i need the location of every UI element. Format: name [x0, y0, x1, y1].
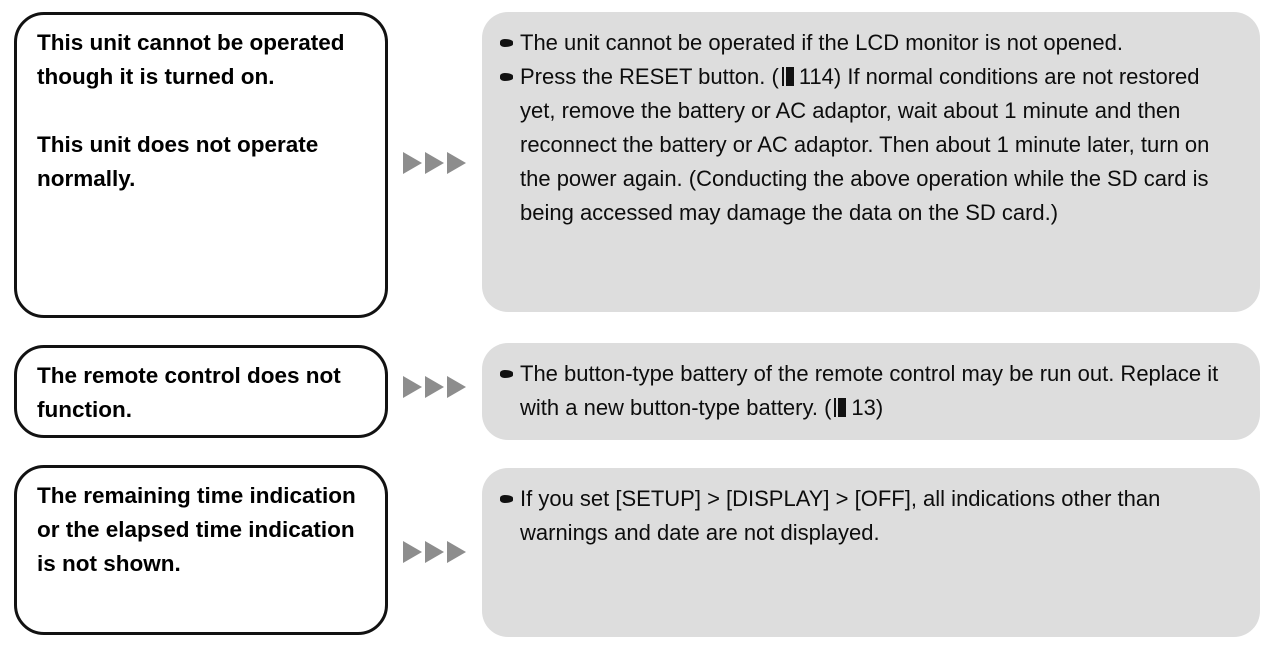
right-triangle-icon	[425, 541, 444, 563]
solution-text: Press the RESET button. (	[520, 64, 779, 89]
bullet-icon	[500, 370, 513, 378]
row-connector-arrows-icon	[403, 376, 473, 398]
right-triangle-icon	[425, 376, 444, 398]
page-reference-number: 114	[798, 64, 834, 89]
right-triangle-icon	[403, 541, 422, 563]
right-triangle-icon	[447, 152, 466, 174]
solution-text: The button-type battery of the remote co…	[520, 361, 1219, 420]
solution-box: The unit cannot be operated if the LCD m…	[482, 12, 1260, 312]
problem-text: This unit does not operate normally.	[37, 132, 319, 191]
row-connector-arrows-icon	[403, 541, 473, 563]
right-triangle-icon	[403, 152, 422, 174]
solution-text: The unit cannot be operated if the LCD m…	[520, 30, 1123, 55]
solution-item: The unit cannot be operated if the LCD m…	[500, 26, 1232, 60]
right-triangle-icon	[447, 376, 466, 398]
row-connector-arrows-icon	[403, 152, 473, 174]
problem-box: This unit cannot be operated though it i…	[14, 12, 388, 318]
solution-item: If you set [SETUP] > [DISPLAY] > [OFF], …	[500, 482, 1232, 550]
page-reference-icon	[834, 398, 847, 417]
page-reference-number: 13	[851, 395, 876, 420]
solution-item: The button-type battery of the remote co…	[500, 357, 1232, 425]
right-triangle-icon	[447, 541, 466, 563]
solution-text: ) If normal conditions are not restored …	[520, 64, 1210, 225]
right-triangle-icon	[425, 152, 444, 174]
solution-text: )	[875, 395, 884, 420]
problem-box: The remote control does not function.	[14, 345, 388, 438]
bullet-icon	[500, 73, 513, 81]
solution-box: The button-type battery of the remote co…	[482, 343, 1260, 440]
solution-list: If you set [SETUP] > [DISPLAY] > [OFF], …	[500, 482, 1232, 550]
solution-item: Press the RESET button. ( 114) If normal …	[500, 60, 1232, 230]
solution-text: If you set [SETUP] > [DISPLAY] > [OFF], …	[520, 486, 1161, 545]
solution-list: The button-type battery of the remote co…	[500, 357, 1232, 425]
right-triangle-icon	[403, 376, 422, 398]
problem-text: The remote control does not function.	[37, 363, 341, 422]
solution-box: If you set [SETUP] > [DISPLAY] > [OFF], …	[482, 468, 1260, 637]
page-reference-icon	[781, 67, 794, 86]
solution-list: The unit cannot be operated if the LCD m…	[500, 26, 1232, 230]
bullet-icon	[500, 495, 513, 503]
problem-box: The remaining time indication or the ela…	[14, 465, 388, 635]
problem-text: The remaining time indication or the ela…	[37, 483, 356, 576]
bullet-icon	[500, 39, 513, 47]
problem-text: This unit cannot be operated though it i…	[37, 30, 345, 89]
